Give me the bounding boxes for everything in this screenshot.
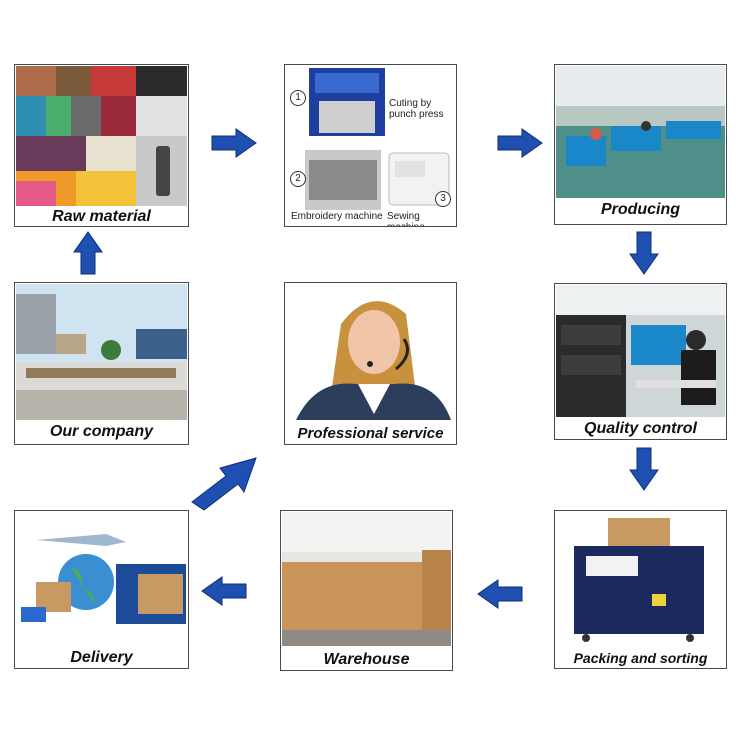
quality-photo	[556, 285, 725, 417]
factory-floor-image	[556, 66, 725, 198]
embroidery-machine-label: Embroidery machine	[291, 211, 383, 222]
delivery-photo	[16, 512, 187, 644]
producing-label: Producing	[600, 201, 681, 218]
raw-material-photo	[16, 66, 187, 206]
step-number-3: 3	[435, 191, 451, 207]
arrow-up-icon	[73, 231, 103, 275]
producing-card: Producing	[554, 64, 727, 225]
packing-card: Packing and sorting	[554, 510, 727, 669]
logistics-image	[16, 512, 187, 644]
machines-card: 1 Cuting by punch press 2 3 Embroidery m…	[284, 64, 457, 227]
delivery-card: Delivery	[14, 510, 189, 669]
packing-photo	[556, 512, 725, 646]
arrow-right-icon	[211, 128, 257, 158]
machines-image	[305, 68, 450, 210]
warehouse-photo	[282, 512, 451, 646]
company-photo	[16, 284, 187, 420]
quality-control-label: Quality control	[584, 420, 697, 437]
step-number-2: 2	[290, 171, 306, 187]
producing-photo	[556, 66, 725, 198]
quality-card: Quality control	[554, 283, 727, 440]
arrow-right-icon	[497, 128, 543, 158]
service-card: Professional service	[284, 282, 457, 445]
company-card: Our company	[14, 282, 189, 445]
step-number-1: 1	[290, 90, 306, 106]
arrow-left-icon	[201, 576, 247, 606]
warehouse-label: Warehouse	[323, 651, 410, 668]
professional-service-label: Professional service	[297, 425, 444, 442]
service-photo	[286, 284, 455, 420]
warehouse-card: Warehouse	[280, 510, 453, 671]
arrow-down-icon	[629, 231, 659, 275]
fabric-swatches-image	[16, 66, 187, 206]
arrow-left-icon	[477, 579, 523, 609]
support-agent-image	[286, 284, 455, 420]
raw-material-label: Raw material	[52, 208, 151, 225]
strapping-machine-image	[556, 512, 725, 646]
sewing-machine-label: Sewing machine	[387, 211, 425, 226]
company-building-image	[16, 284, 187, 420]
punch-press-label: Cuting by punch press	[389, 98, 444, 120]
warehouse-boxes-image	[282, 512, 451, 646]
inspection-area-image	[556, 285, 725, 417]
delivery-label: Delivery	[70, 649, 133, 666]
arrow-up-right-icon	[191, 457, 257, 511]
arrow-down-icon	[629, 447, 659, 491]
our-company-label: Our company	[49, 423, 154, 440]
packing-sorting-label: Packing and sorting	[573, 650, 708, 666]
raw-material-card: Raw material	[14, 64, 189, 227]
